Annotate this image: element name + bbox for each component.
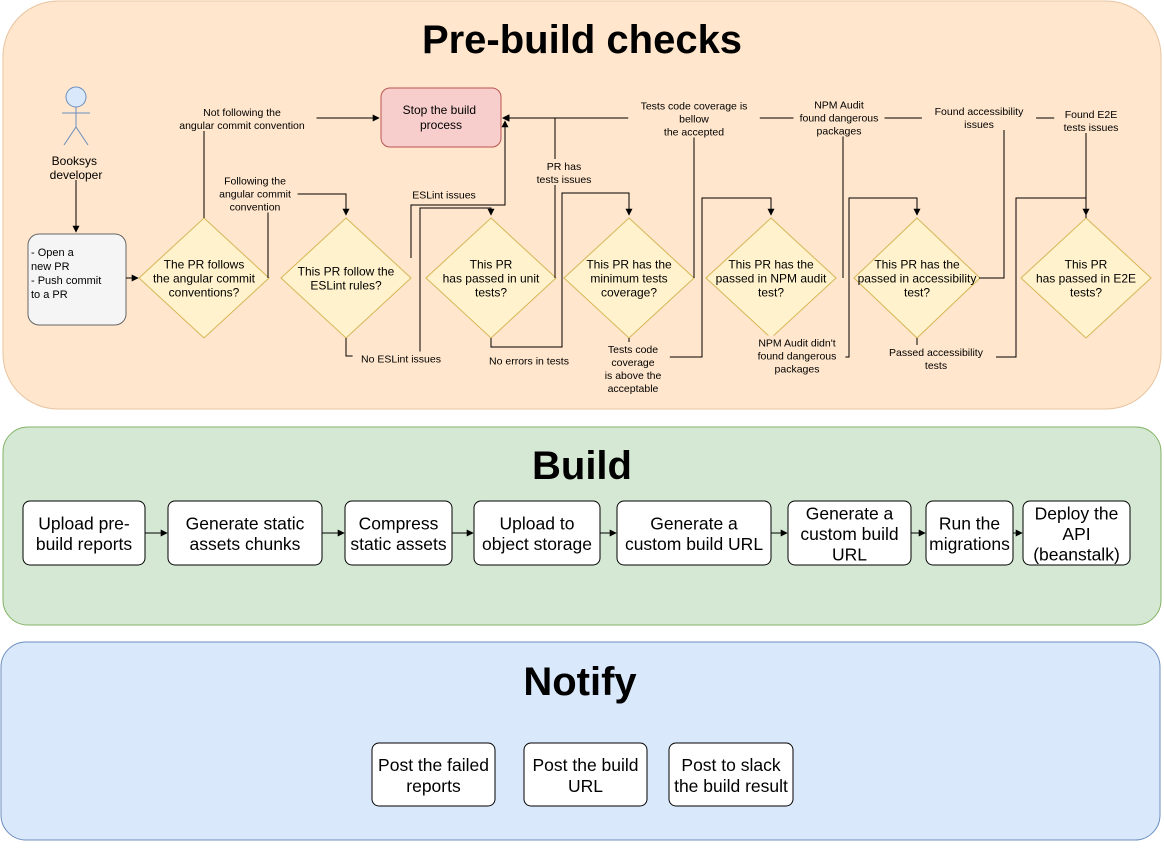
edge-eslint-fail <box>410 120 509 258</box>
developer-actor-icon <box>62 86 90 146</box>
stop-build-box <box>380 87 502 148</box>
edge-commit-pass <box>267 193 350 278</box>
label-no-eslint-issues: No ESLint issues <box>352 351 450 365</box>
build-step-upload-prebuild-reports-text: Upload pre-build reports <box>36 514 133 555</box>
prebuild-edges <box>72 114 1090 358</box>
edge-eslint-pass <box>345 207 495 357</box>
label-no-errors-in-tests: No errors in tests <box>474 353 584 367</box>
open-pr-box <box>27 233 127 326</box>
label-eslint-issues: ESLint issues <box>404 187 484 201</box>
actor-name: Booksys developer <box>50 154 103 182</box>
notify-section <box>0 641 1161 841</box>
label-no-errors-in-tests-text: No errors in tests <box>489 355 569 367</box>
build-step-upload-prebuild-reports: Upload pre-build reports <box>22 500 146 566</box>
edge-unit-pass <box>490 192 633 348</box>
open-pr-box-text: - Open a new PR - Push commit to a PR <box>31 247 104 301</box>
build-section-title: Build <box>532 444 632 488</box>
stop-build-box-text: Stop the build process <box>403 103 480 132</box>
notify-section-title: Notify <box>523 660 637 704</box>
label-eslint-issues-text: ESLint issues <box>412 189 476 201</box>
label-no-eslint-issues-text: No ESLint issues <box>361 353 441 365</box>
prebuild-section-title: Pre-build checks <box>422 18 742 62</box>
